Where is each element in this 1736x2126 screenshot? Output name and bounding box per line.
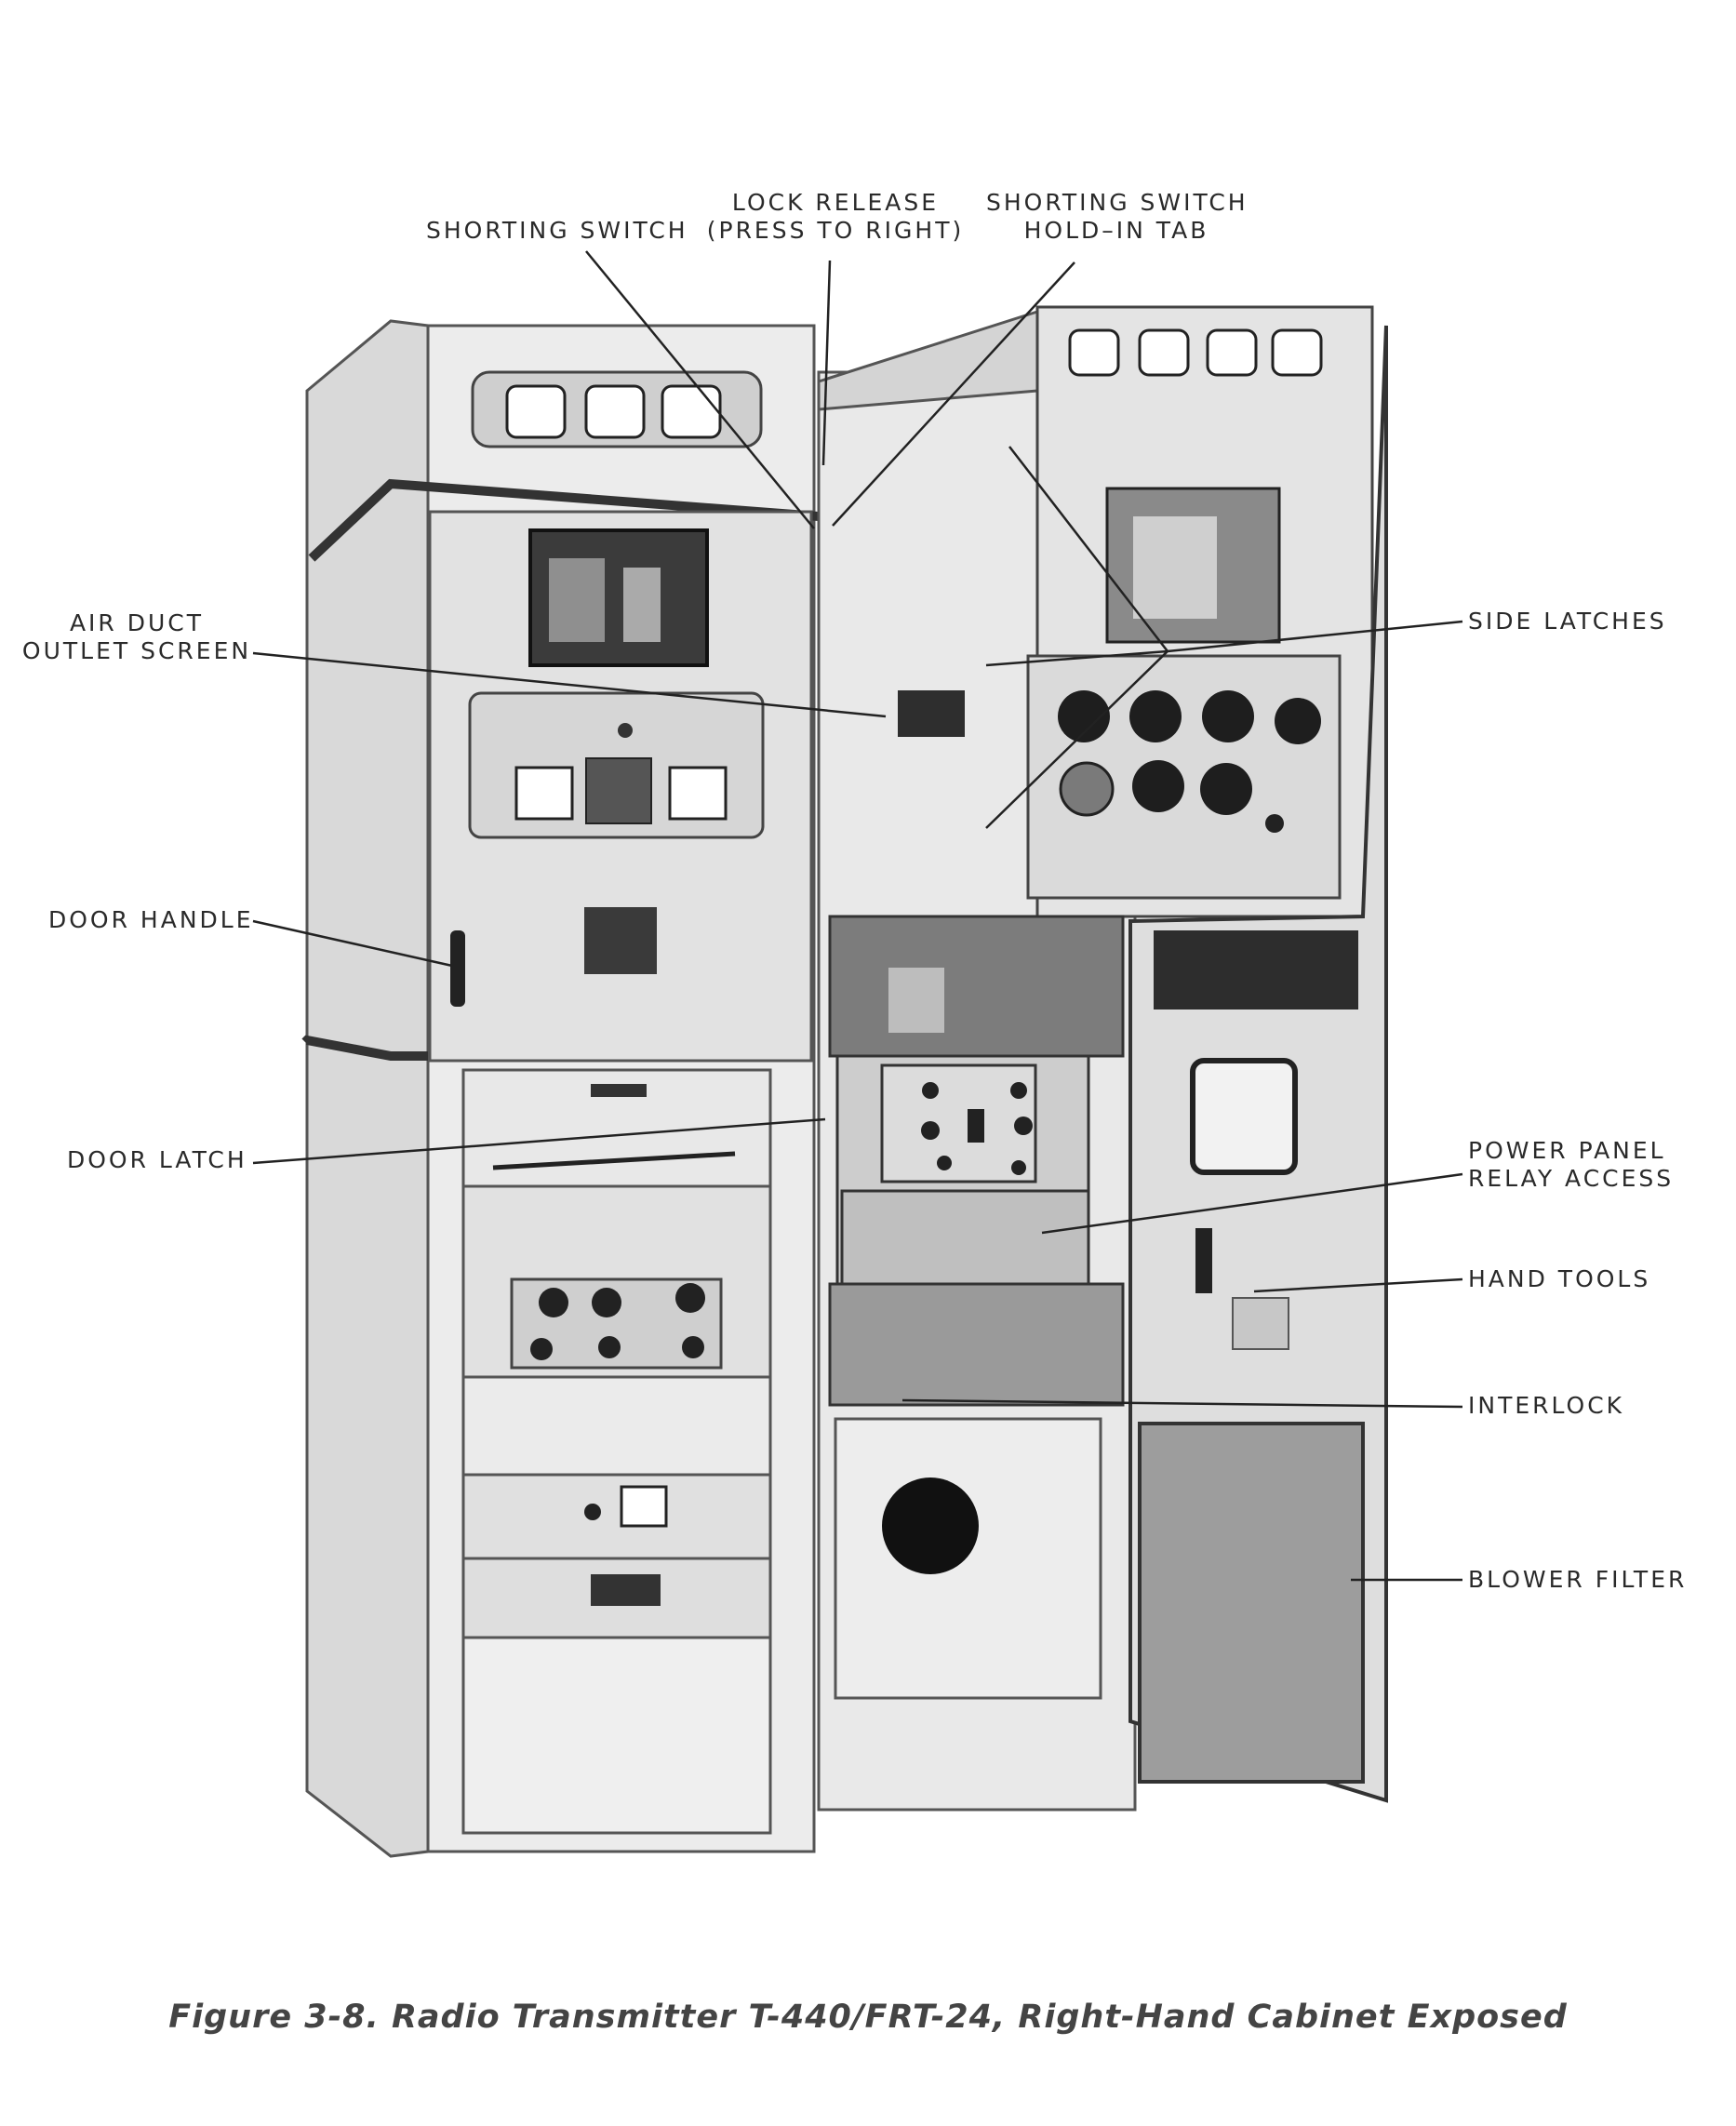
- callout-interlock: INTERLOCK: [1468, 1392, 1625, 1419]
- callout-door-latch: DOOR LATCH: [67, 1146, 247, 1173]
- figure-caption: Figure 3-8. Radio Transmitter T-440/FRT-…: [168, 1999, 1568, 2036]
- callout-blower-filter: BLOWER FILTER: [1468, 1566, 1688, 1593]
- leader-lines: [252, 250, 1463, 1582]
- callout-air-duct-outlet-screen: AIR DUCT OUTLET SCREEN: [21, 609, 252, 664]
- callout-power-panel-relay-access: POWER PANEL RELAY ACCESS: [1468, 1137, 1675, 1192]
- callout-shorting-switch: SHORTING SWITCH: [426, 217, 688, 244]
- callout-hand-tools: HAND TOOLS: [1468, 1265, 1651, 1292]
- right-cabinet: [817, 305, 1388, 1812]
- callout-door-handle: DOOR HANDLE: [48, 906, 254, 933]
- callout-lock-release: LOCK RELEASE (PRESS TO RIGHT): [706, 189, 965, 244]
- left-cabinet: [301, 319, 820, 1858]
- callout-shorting-switch-hold-in-tab: SHORTING SWITCH HOLD–IN TAB: [986, 189, 1249, 244]
- callout-side-latches: SIDE LATCHES: [1468, 608, 1667, 635]
